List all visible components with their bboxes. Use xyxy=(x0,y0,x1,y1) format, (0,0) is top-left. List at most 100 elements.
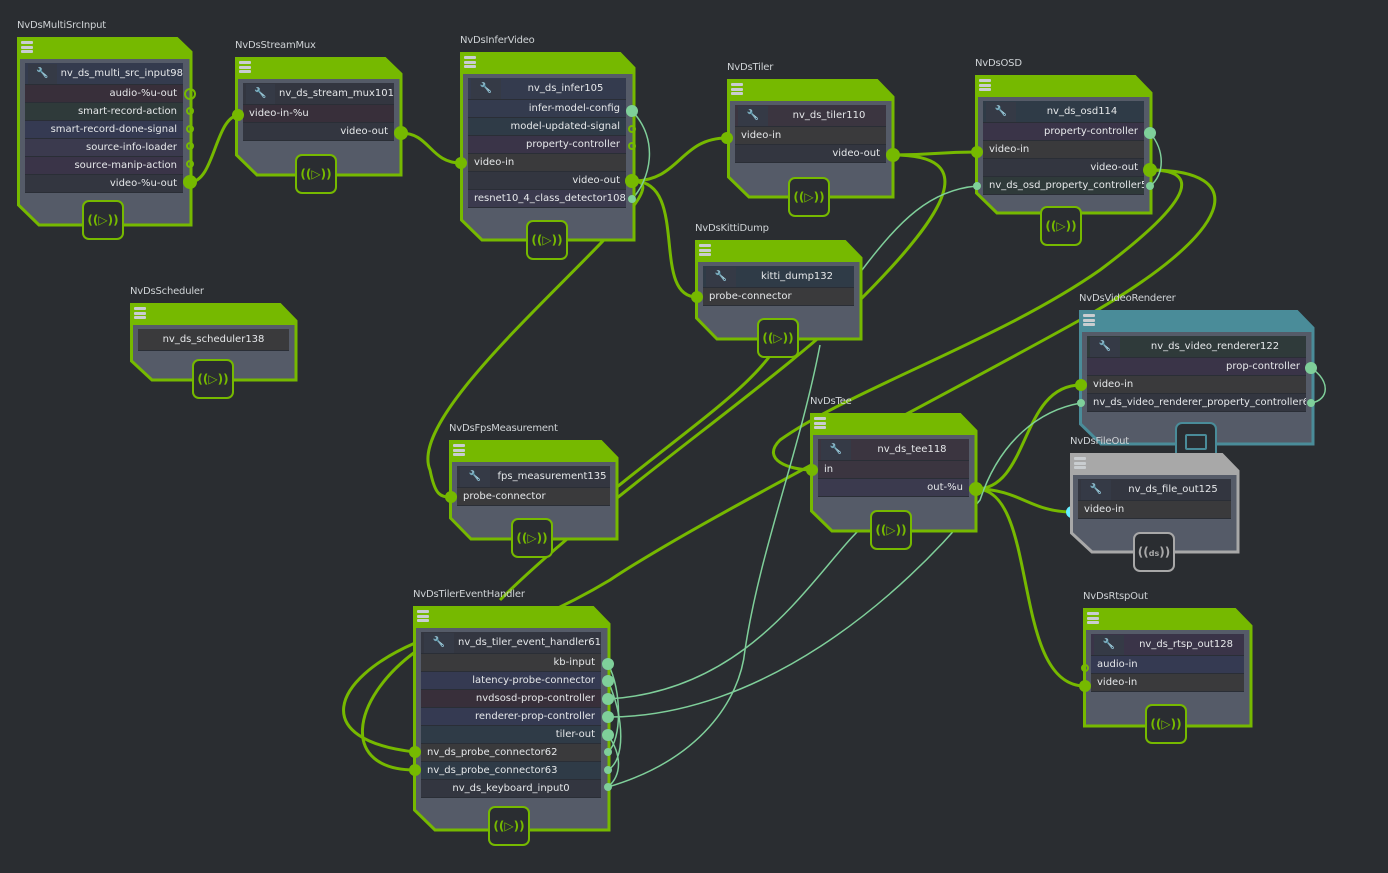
node-instance-name: nv_ds_file_out125 xyxy=(1128,483,1218,495)
drag-handle-icon[interactable] xyxy=(731,83,743,95)
node-scheduler[interactable]: NvDsScheduler nv_ds_scheduler138 ((▷)) xyxy=(130,286,298,399)
broadcast-play-icon: ((▷)) xyxy=(762,331,794,345)
port-latency-probe-connector[interactable]: latency-probe-connector xyxy=(421,672,601,690)
wire-multisrc-mux[interactable] xyxy=(189,113,241,184)
drag-handle-icon[interactable] xyxy=(464,56,476,68)
broadcast-play-button[interactable]: ((▷)) xyxy=(870,510,912,550)
node-stream-mux[interactable]: NvDsStreamMux 🔧nv_ds_stream_mux101 video… xyxy=(235,40,403,194)
drag-handle-icon[interactable] xyxy=(699,244,711,256)
port-video-in[interactable]: video-in xyxy=(468,154,626,172)
port-osd-property-controller[interactable]: nv_ds_osd_property_controller5 xyxy=(983,177,1144,195)
wire-kb-input[interactable] xyxy=(607,344,821,788)
broadcast-play-button[interactable]: ((▷)) xyxy=(1145,704,1187,744)
node-fps-measurement[interactable]: NvDsFpsMeasurement 🔧fps_measurement135 p… xyxy=(449,423,619,558)
node-multi-src-input[interactable]: NvDsMultiSrcInput 🔧nv_ds_multi_src_input… xyxy=(17,20,193,240)
drag-handle-icon[interactable] xyxy=(1083,314,1095,326)
drag-handle-icon[interactable] xyxy=(1074,457,1086,469)
broadcast-play-button[interactable]: ((▷)) xyxy=(511,518,553,558)
broadcast-play-button[interactable]: ((▷)) xyxy=(526,220,568,260)
broadcast-play-button[interactable]: ((▷)) xyxy=(1040,206,1082,246)
port-infer-model-config[interactable]: infer-model-config xyxy=(468,100,626,118)
broadcast-play-button[interactable]: ((▷)) xyxy=(82,200,124,240)
port-keyboard-input0[interactable]: nv_ds_keyboard_input0 xyxy=(421,780,601,798)
node-osd[interactable]: NvDsOSD 🔧nv_ds_osd114 property-controlle… xyxy=(975,58,1153,246)
node-video-renderer[interactable]: NvDsVideoRenderer 🔧nv_ds_video_renderer1… xyxy=(1079,293,1315,462)
broadcast-button[interactable]: ((ds)) xyxy=(1133,532,1175,572)
port-video-in[interactable]: video-in-%u xyxy=(243,105,394,123)
drag-handle-icon[interactable] xyxy=(1087,612,1099,624)
port-in[interactable]: in xyxy=(818,461,969,479)
port-renderer-prop-controller[interactable]: renderer-prop-controller xyxy=(421,708,601,726)
port-video-out[interactable]: video-out xyxy=(243,123,394,141)
port-video-in[interactable]: video-in xyxy=(983,141,1144,159)
port-probe-connector62[interactable]: nv_ds_probe_connector62 xyxy=(421,744,601,762)
port-audio-out[interactable]: audio-%u-out xyxy=(25,85,183,103)
node-infer-video[interactable]: NvDsInferVideo 🔧nv_ds_infer105 infer-mod… xyxy=(460,35,636,260)
port-property-controller[interactable]: property-controller xyxy=(983,123,1144,141)
port-probe-connector[interactable]: probe-connector xyxy=(703,288,854,306)
port-video-in[interactable]: video-in xyxy=(1091,674,1244,692)
node-file-out[interactable]: NvDsFileOut 🔧nv_ds_file_out125 video-in … xyxy=(1070,436,1240,572)
node-tiler-event-handler[interactable]: NvDsTilerEventHandler 🔧nv_ds_tiler_event… xyxy=(413,589,611,846)
wire-tee-rtsp[interactable] xyxy=(975,487,1086,688)
wire-loop-62[interactable] xyxy=(342,641,416,754)
port-video-out[interactable]: video-out xyxy=(468,172,626,190)
wire-osdprop-tee[interactable] xyxy=(607,519,871,700)
port-tiler-out[interactable]: tiler-out xyxy=(421,726,601,744)
node-tiler[interactable]: NvDsTiler 🔧nv_ds_tiler110 video-in video… xyxy=(727,62,895,217)
wire-mux-infer[interactable] xyxy=(400,131,462,165)
port-source-info-loader[interactable]: source-info-loader xyxy=(25,139,183,157)
port-probe-connector63[interactable]: nv_ds_probe_connector63 xyxy=(421,762,601,780)
port-property-controller[interactable]: property-controller xyxy=(468,136,626,154)
port-out[interactable]: out-%u xyxy=(818,479,969,497)
port-nvdsosd-prop-controller[interactable]: nvdsosd-prop-controller xyxy=(421,690,601,708)
port-resnet10-detector[interactable]: resnet10_4_class_detector108 xyxy=(468,190,626,208)
component-icon: 🔧 xyxy=(1094,634,1124,655)
node-instance-name: fps_measurement135 xyxy=(497,470,607,482)
broadcast-play-button[interactable]: ((▷)) xyxy=(757,318,799,358)
port-video-in[interactable]: video-in xyxy=(735,127,886,145)
broadcast-play-button[interactable]: ((▷)) xyxy=(192,359,234,399)
node-tee[interactable]: NvDsTee 🔧nv_ds_tee118 in out-%u ((▷)) xyxy=(810,396,978,550)
port-smart-record-done-signal[interactable]: smart-record-done-signal xyxy=(25,121,183,139)
broadcast-play-icon: ((▷)) xyxy=(1150,717,1182,731)
wire-tee-renderer[interactable] xyxy=(975,383,1082,491)
port-model-updated-signal[interactable]: model-updated-signal xyxy=(468,118,626,136)
node-instance-header: 🔧nv_ds_stream_mux101 xyxy=(243,83,394,105)
port-video-out[interactable]: video-%u-out xyxy=(25,175,183,193)
broadcast-play-button[interactable]: ((▷)) xyxy=(295,154,337,194)
node-kitti-dump[interactable]: NvDsKittiDump 🔧kitti_dump132 probe-conne… xyxy=(695,223,863,358)
drag-handle-icon[interactable] xyxy=(814,417,826,429)
port-renderer-property-controller[interactable]: nv_ds_video_renderer_property_controller… xyxy=(1087,394,1306,412)
drag-handle-icon[interactable] xyxy=(417,610,429,622)
node-type-label: NvDsMultiSrcInput xyxy=(17,20,106,31)
broadcast-play-button[interactable]: ((▷)) xyxy=(488,806,530,846)
port-video-out[interactable]: video-out xyxy=(735,145,886,163)
wire-infer-kitti[interactable] xyxy=(632,179,698,299)
broadcast-play-button[interactable]: ((▷)) xyxy=(788,177,830,217)
drag-handle-icon[interactable] xyxy=(979,79,991,91)
node-rtsp-out[interactable]: NvDsRtspOut 🔧nv_ds_rtsp_out128 audio-in … xyxy=(1083,591,1253,744)
wire-tee-fileout[interactable] xyxy=(975,487,1073,514)
port-probe-connector[interactable]: probe-connector xyxy=(457,488,610,506)
broadcast-ds-icon: ((ds)) xyxy=(1137,545,1171,559)
drag-handle-icon[interactable] xyxy=(453,444,465,456)
port-prop-controller[interactable]: prop-controller xyxy=(1087,358,1306,376)
wire-fps-kitti[interactable] xyxy=(616,339,782,489)
port-video-in[interactable]: video-in xyxy=(1087,376,1306,394)
port-video-in[interactable]: video-in xyxy=(1078,501,1231,519)
drag-handle-icon[interactable] xyxy=(239,61,251,73)
port-audio-in[interactable]: audio-in xyxy=(1091,656,1244,674)
broadcast-play-icon: ((▷)) xyxy=(516,531,548,545)
wire-loop-63[interactable] xyxy=(361,650,416,772)
port-smart-record-action[interactable]: smart-record-action xyxy=(25,103,183,121)
port-video-out[interactable]: video-out xyxy=(983,159,1144,177)
wire-infer-tiler[interactable] xyxy=(632,136,728,183)
drag-handle-icon[interactable] xyxy=(134,307,146,319)
port-kb-input[interactable]: kb-input xyxy=(421,654,601,672)
node-type-label: NvDsInferVideo xyxy=(460,35,535,46)
drag-handle-icon[interactable] xyxy=(21,41,33,53)
node-instance-header: 🔧nv_ds_file_out125 xyxy=(1078,479,1231,501)
wire-tiler-osd[interactable] xyxy=(892,150,978,157)
port-source-manip-action[interactable]: source-manip-action xyxy=(25,157,183,175)
